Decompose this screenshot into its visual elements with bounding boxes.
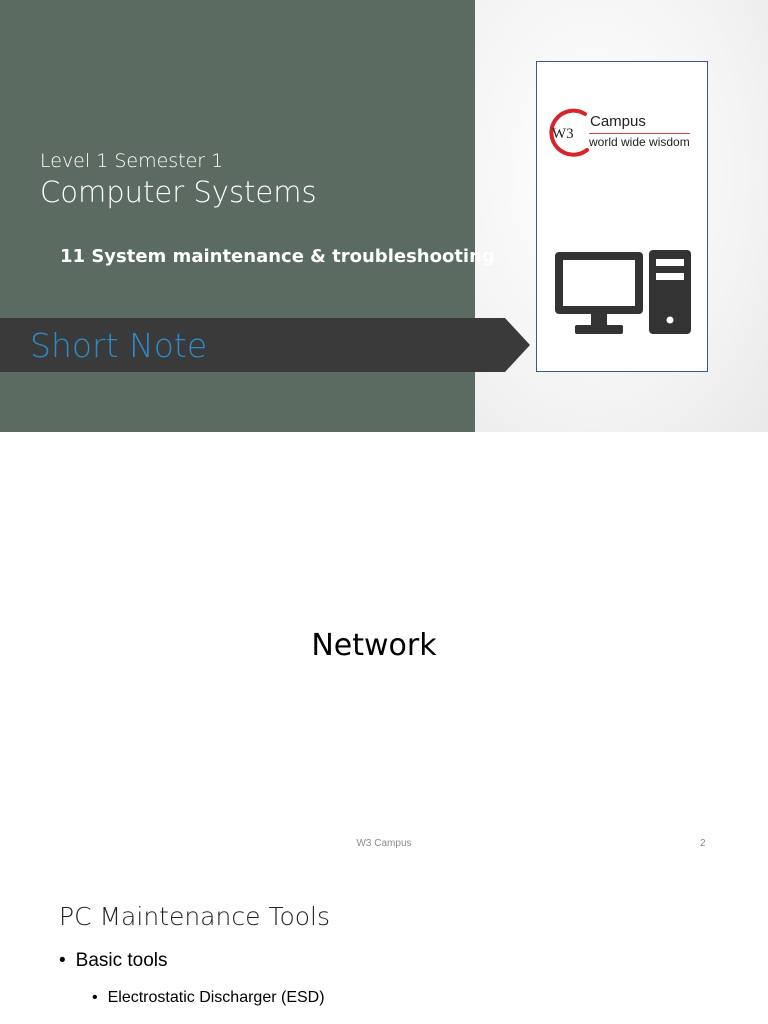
chapter-subtitle: 11 System maintenance & troubleshooting (60, 246, 495, 267)
section-slide: Network W3 Campus 2 (0, 432, 768, 864)
w3-logo-icon: W3 (549, 108, 589, 157)
bullet-item: • Basic tools (59, 950, 168, 972)
slide-title: PC Maintenance Tools (59, 902, 331, 931)
course-title: Computer Systems (40, 175, 317, 209)
page-number: 2 (700, 838, 706, 849)
sub-bullet-text: Electrostatic Discharger (ESD) (107, 989, 325, 1006)
content-slide: PC Maintenance Tools • Basic tools • Elect… (0, 864, 768, 1024)
logo-card: W3 Campus world wide wisdom (536, 61, 708, 372)
bullet-text: Basic tools (75, 950, 168, 971)
logo-mark-text: W3 (552, 126, 574, 142)
sub-bullet-item: • Electrostatic Discharger (ESD) (92, 989, 325, 1007)
slide-footer: W3 Campus (356, 838, 412, 849)
ribbon-label: Short Note (30, 326, 208, 365)
level-label: Level 1 Semester 1 (40, 150, 224, 172)
section-heading: Network (311, 628, 437, 663)
bullet-icon: • (92, 989, 98, 1006)
title-slide: Level 1 Semester 1 Computer Systems 11 S… (0, 0, 768, 432)
ribbon-banner (0, 318, 530, 372)
bullet-icon: • (59, 950, 66, 971)
desktop-computer-icon (555, 250, 691, 334)
logo-name: Campus (590, 113, 646, 130)
logo-tagline: world wide wisdom (589, 133, 690, 149)
